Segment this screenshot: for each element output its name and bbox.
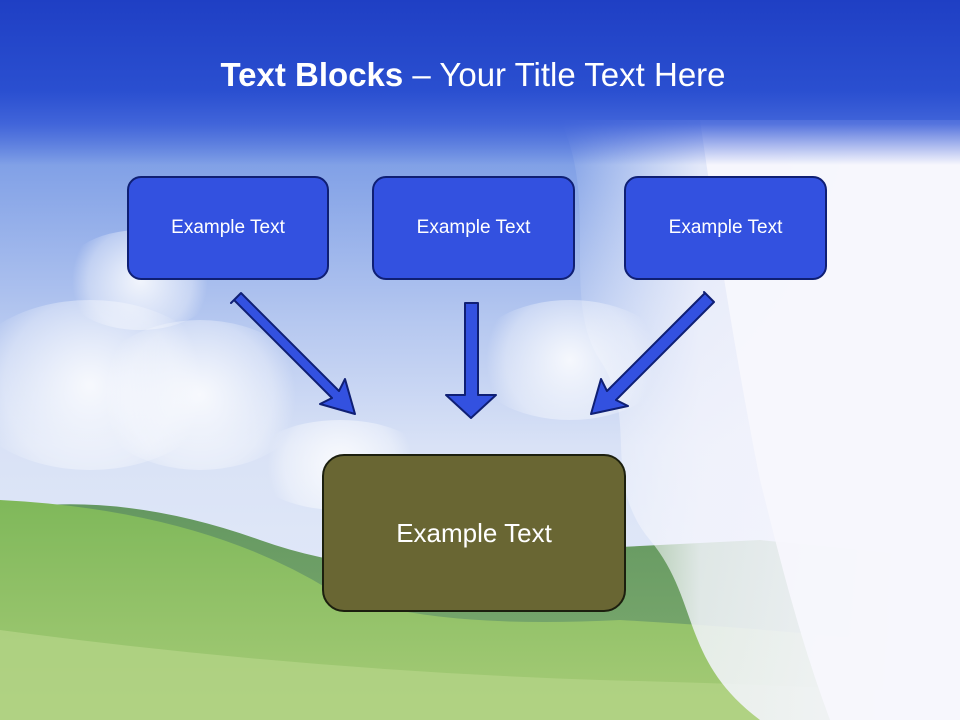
text-block-left: Example Text: [127, 176, 329, 280]
title-rest-text: – Your Title Text Here: [403, 56, 726, 93]
arrow-down-right-icon: [230, 292, 356, 415]
title-bold-text: Text Blocks: [220, 56, 404, 93]
slide-title: Text Blocks – Your Title Text Here: [0, 52, 946, 98]
text-block-label: Example Text: [416, 217, 531, 238]
text-block-center: Example Text: [372, 176, 575, 280]
text-block-label: Example Text: [668, 217, 783, 238]
title-bar: [0, 0, 960, 165]
text-block-main: Example Text: [322, 454, 626, 612]
text-block-label: Example Text: [171, 217, 285, 238]
text-block-right: Example Text: [624, 176, 827, 280]
arrow-down-icon: [445, 302, 497, 419]
arrow-down-left-icon: [590, 291, 715, 415]
text-block-main-label: Example Text: [396, 517, 552, 548]
